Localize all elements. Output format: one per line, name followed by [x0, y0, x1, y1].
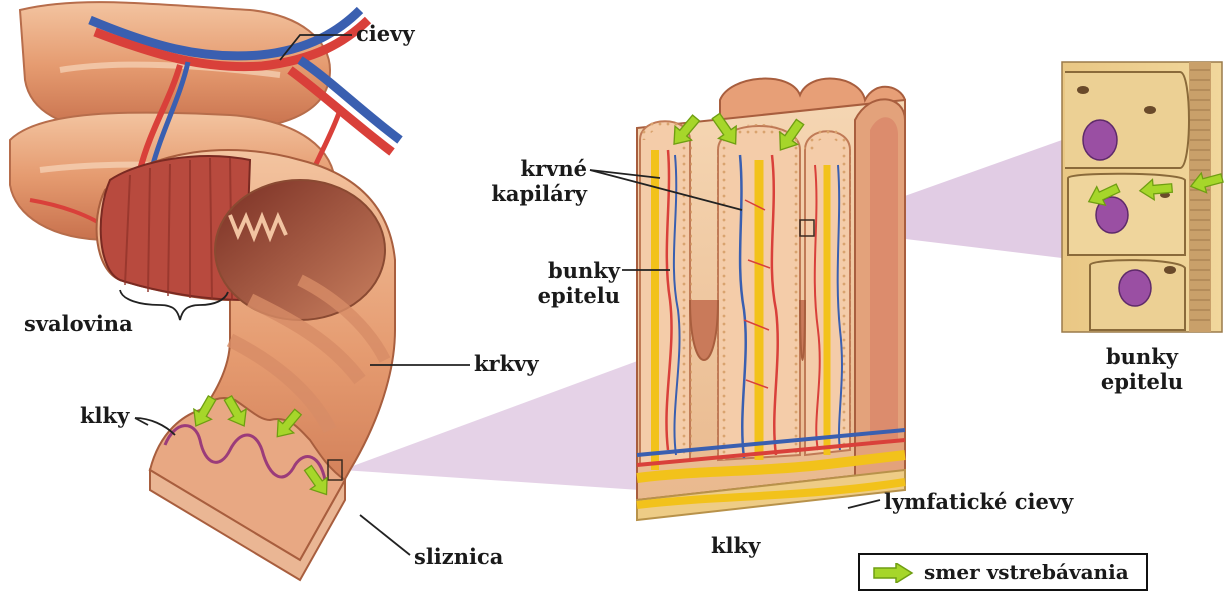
label-krvne-kapilary: krvné kapiláry: [487, 156, 587, 206]
label-sliznica: sliznica: [414, 545, 503, 569]
label-svalovina: svalovina: [24, 312, 133, 336]
label-cievy: cievy: [356, 22, 415, 46]
label-bunky-epitelu-right: bunky epitelu: [1092, 344, 1192, 394]
label-klky-bottom: klky: [711, 534, 760, 558]
epithelial-cells-panel: [1062, 62, 1222, 332]
villus-block: [637, 79, 905, 520]
label-bunky-epitelu-middle: bunky epitelu: [520, 258, 620, 308]
label-krkvy: krkvy: [474, 352, 539, 376]
legend-label: smer vstrebávania: [924, 561, 1129, 584]
intestine-section: [97, 150, 395, 580]
legend-box: smer vstrebávania: [858, 553, 1148, 591]
legend-arrow-icon: [872, 563, 916, 583]
label-lymfaticke-cievy: lymfatické cievy: [884, 490, 1073, 514]
label-klky-left: klky: [80, 404, 129, 428]
